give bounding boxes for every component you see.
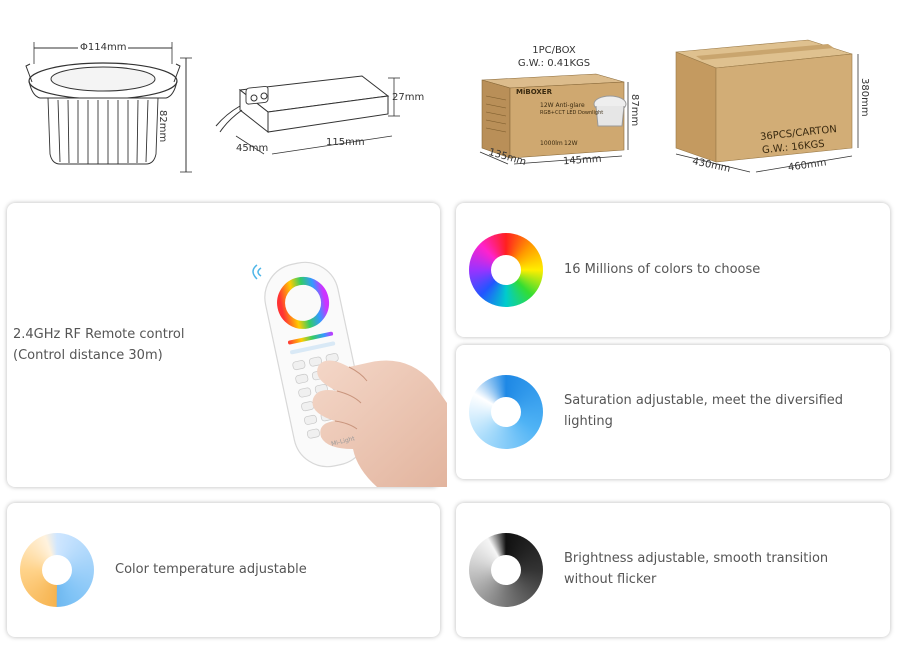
carton-height-label: 380mm [859,78,870,117]
remote-feature-line1: 2.4GHz RF Remote control [13,327,185,342]
downlight-dimension-drawing [25,42,192,173]
downlight-height-label: 82mm [157,110,168,143]
box-brand-text: MiBOXER [516,88,552,96]
feature-card-saturation: Saturation adjustable, meet the diversif… [456,345,890,479]
color-temperature-icon [20,533,94,607]
feature-text-color-temperature: Color temperature adjustable [115,562,307,577]
feature-text-colors: 16 Millions of colors to choose [564,262,761,277]
downlight-diameter-label: Φ114mm [80,42,127,53]
driver-dimension-drawing [215,75,400,155]
feature-text-brightness: Brightness adjustable, smooth transition… [564,551,829,587]
feature-text-saturation: Saturation adjustable, meet the diversif… [564,393,844,429]
gift-box-illustration [479,73,629,165]
feature-card-brightness: Brightness adjustable, smooth transition… [456,503,890,637]
shipping-carton-illustration [675,39,859,173]
box-quantity-label: 1PC/BOX [532,45,576,56]
box-height-label: 87mm [629,94,640,127]
feature-card-color-temperature: Color temperature adjustable [7,503,440,637]
driver-width-label: 45mm [236,143,269,154]
remote-control-card: 2.4GHz RF Remote control (Control distan… [7,203,447,487]
box-lumens-text: 1000lm [540,140,563,147]
box-weight-label: G.W.: 0.41KGS [517,58,591,69]
remote-feature-line2: (Control distance 30m) [13,348,163,363]
brightness-icon [469,533,543,607]
feature-card-colors: 16 Millions of colors to choose [456,203,890,337]
box-watt-text: 12W [564,140,578,147]
wireless-signal-icon [252,264,262,280]
box-product-line1: 12W Anti-glare [540,102,585,109]
box-product-line2: RGB+CCT LED Downlight [540,110,604,116]
saturation-icon [469,375,543,449]
driver-height-label: 27mm [392,92,425,103]
remote-control-image [264,261,447,487]
color-wheel-icon [469,233,543,307]
driver-length-label: 115mm [326,137,365,148]
